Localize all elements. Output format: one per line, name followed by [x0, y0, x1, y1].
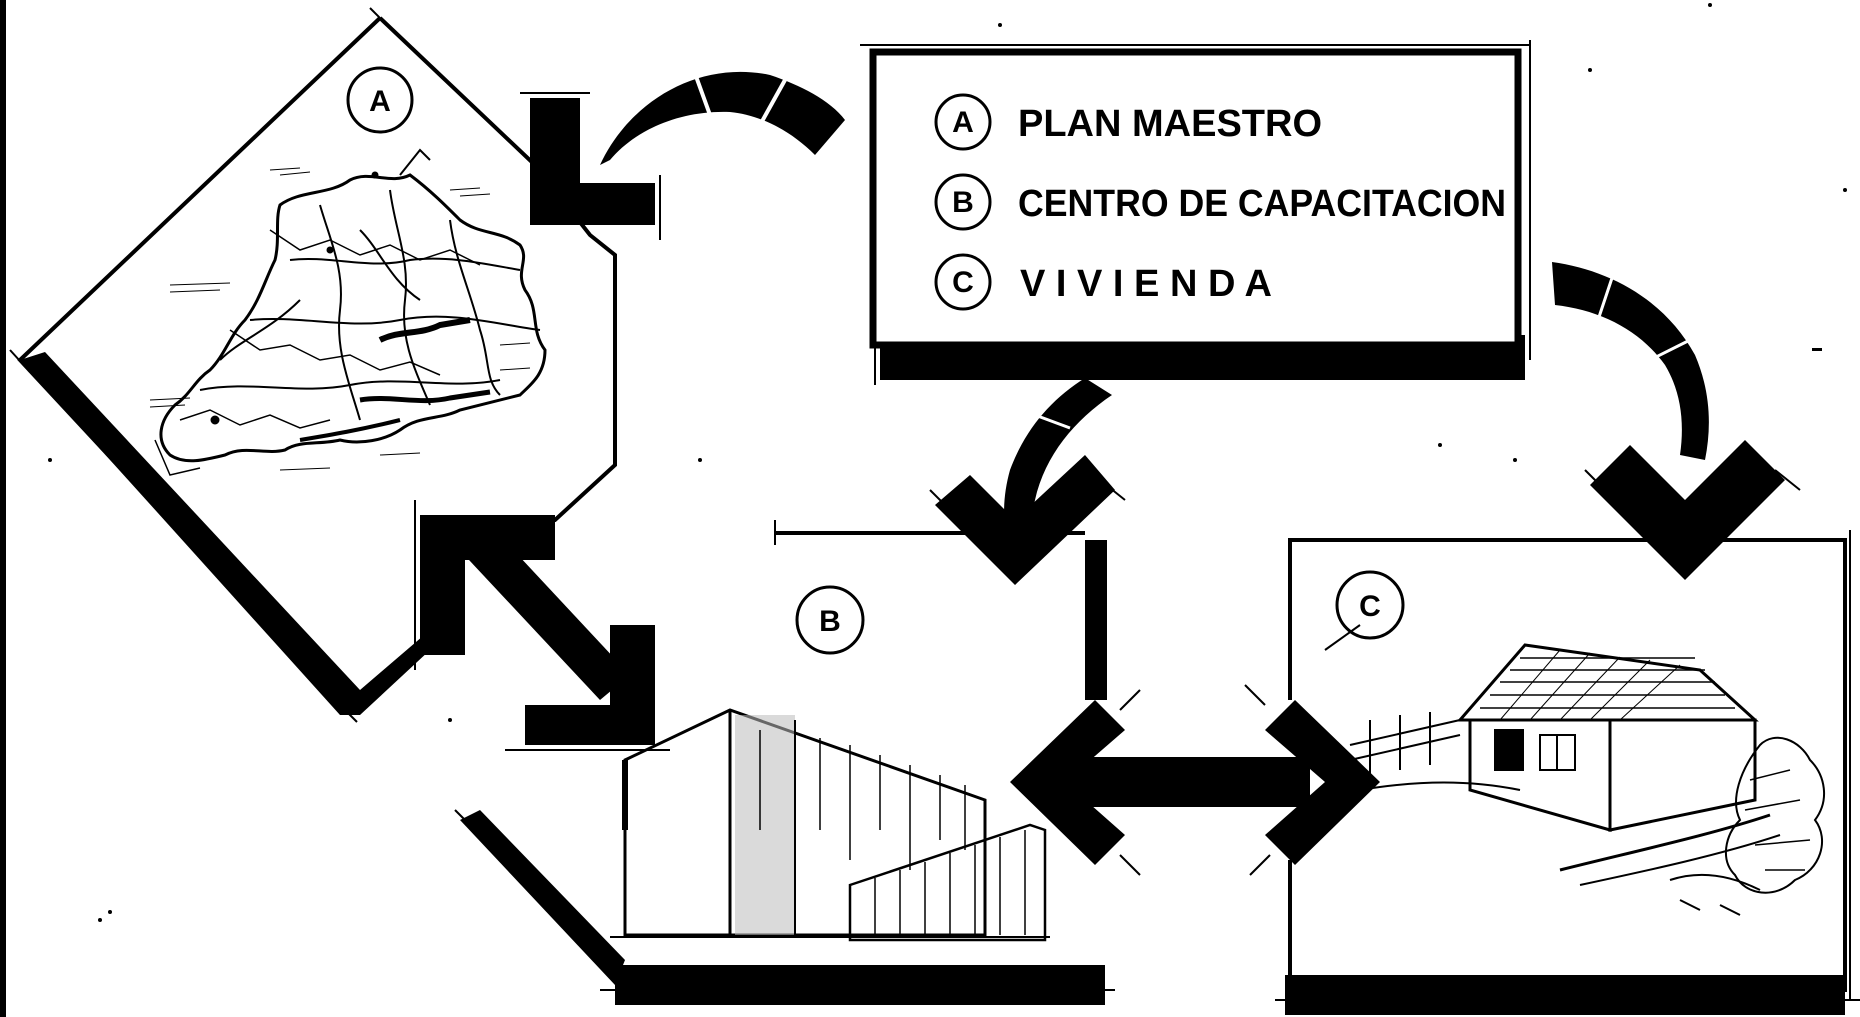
legend-label-vivienda: V I V I E N D A	[1020, 263, 1272, 305]
house-illustration	[1349, 643, 1826, 916]
connector-b-c	[1010, 684, 1380, 876]
key-leader-line	[1324, 624, 1361, 651]
panel-b-key-circle	[795, 585, 865, 655]
panel-c-key: C	[1359, 590, 1381, 623]
panel-b-shadow-bottom	[615, 965, 1105, 1005]
legend-key: B	[952, 186, 974, 219]
legend-key-circle	[934, 93, 992, 151]
panel-b-key: B	[819, 605, 841, 638]
tick	[1249, 854, 1271, 876]
arrow-head-b	[525, 625, 655, 745]
tick	[1119, 689, 1141, 711]
arrow-segment-line	[758, 79, 787, 126]
connector-legend-c	[1552, 262, 1801, 580]
tick	[1774, 469, 1801, 491]
legend-item-c: C V I V I E N D A	[934, 253, 1272, 311]
tick	[369, 7, 393, 31]
legend-key-circle	[934, 253, 992, 311]
arrow-segment-line	[1649, 338, 1691, 362]
arrow-segment-line	[1596, 277, 1614, 321]
panel-c: C	[1275, 530, 1860, 1015]
legend-label-plan-maestro: PLAN MAESTRO	[1018, 103, 1322, 145]
legend-key-circle	[934, 173, 992, 231]
arrow-head-right	[1265, 700, 1380, 865]
legend-box: A PLAN MAESTRO B CENTRO DE CAPACITACION …	[860, 40, 1531, 385]
legend-label-centro-de-capacitacion: CENTRO DE CAPACITACION	[1018, 183, 1506, 225]
panel-b: B	[454, 520, 1115, 1005]
tick	[1119, 854, 1141, 876]
chevron-down-b	[935, 455, 1115, 585]
panel-b-shadow-right	[1085, 540, 1107, 700]
curved-arrow-to-b	[1004, 378, 1112, 545]
connector-a-b	[414, 500, 670, 751]
connector-legend-b	[929, 378, 1126, 585]
arrow-head-left	[1010, 700, 1125, 865]
arrow-shaft-b-c	[1060, 757, 1310, 807]
registration-marks	[48, 3, 1847, 922]
arrow-segment-line	[691, 67, 712, 116]
tick	[1584, 469, 1601, 486]
tick	[454, 809, 476, 831]
panel-c-outline	[1288, 538, 1847, 992]
panel-b-shadow	[460, 810, 625, 985]
panel-a-key-circle	[346, 66, 414, 134]
tick	[1099, 479, 1126, 501]
panel-a-key: A	[369, 85, 391, 118]
arrow-shaft-a-b	[455, 525, 630, 700]
tick	[929, 489, 951, 511]
connector-a-top	[520, 67, 845, 240]
l-bracket	[530, 98, 655, 225]
arrow-head-a	[420, 515, 555, 655]
tick	[1244, 684, 1266, 706]
legend-item-a: A PLAN MAESTRO	[934, 93, 1322, 151]
panel-c-shadow-bottom	[1285, 975, 1845, 1015]
curved-arrow-to-c	[1552, 262, 1709, 460]
curved-arrow-to-a	[600, 71, 845, 165]
building-illustration	[610, 708, 1050, 942]
tick	[9, 349, 31, 373]
legend-item-b: B CENTRO DE CAPACITACION	[934, 173, 1506, 231]
legend-key: A	[952, 106, 974, 139]
panel-a-shadow	[20, 352, 360, 715]
chevron-down-c	[1590, 440, 1785, 580]
legend-key: C	[952, 266, 974, 299]
map-illustration	[149, 148, 547, 476]
panel-c-key-circle	[1335, 570, 1405, 640]
left-border-line	[0, 0, 6, 1017]
tick	[334, 699, 358, 723]
arrow-segment-line	[1034, 413, 1071, 430]
